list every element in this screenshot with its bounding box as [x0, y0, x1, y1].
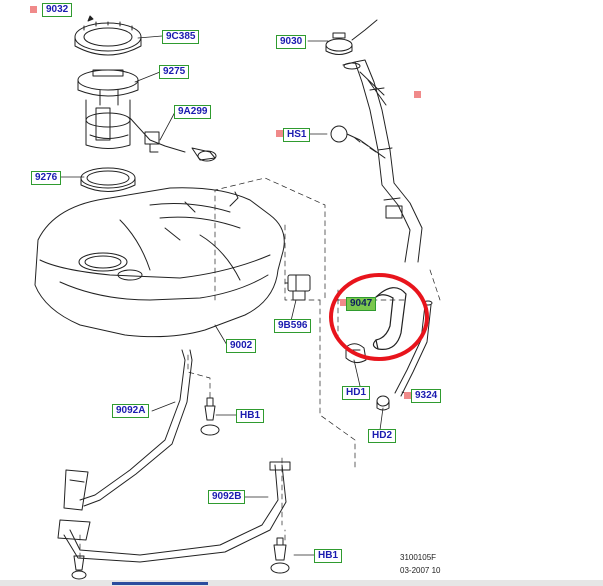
label-9092a: 9092A — [112, 404, 150, 418]
label-9275: 9275 — [159, 65, 190, 79]
label-9092b: 9092B — [208, 490, 246, 504]
guide-lines — [79, 177, 441, 561]
marker-9047 — [340, 299, 347, 306]
fuel-tank-icon — [34, 187, 285, 338]
marker-filler-pipe — [414, 91, 421, 98]
clip-icon — [376, 395, 390, 411]
label-9324: 9324 — [411, 389, 442, 403]
scrollbar-thumb[interactable] — [112, 582, 208, 585]
label-9c385: 9C385 — [162, 30, 200, 44]
marker-9324 — [404, 392, 411, 399]
label-hb1-lower: HB1 — [314, 549, 343, 563]
bolt-icon — [270, 537, 290, 574]
marker-9032 — [30, 6, 37, 13]
callout-circle — [329, 273, 429, 361]
leader-lines — [59, 35, 414, 556]
pump-seal-icon — [80, 167, 136, 192]
marker-hs1 — [276, 130, 283, 137]
label-hd1: HD1 — [342, 386, 371, 400]
tank-strap-icon — [57, 461, 291, 563]
scrollbar[interactable] — [0, 580, 603, 586]
vent-pipe-icon — [394, 300, 433, 397]
label-hb1-upper: HB1 — [236, 409, 265, 423]
label-9032: 9032 — [42, 3, 73, 17]
label-9276: 9276 — [31, 171, 62, 185]
label-9030: 9030 — [276, 35, 307, 49]
hose-icon — [372, 287, 407, 351]
label-9002: 9002 — [226, 339, 257, 353]
valve-icon — [284, 274, 311, 301]
bolt-icon — [71, 555, 87, 580]
fuel-level-sender-icon — [129, 117, 217, 162]
label-hs1: HS1 — [283, 128, 311, 142]
drawing-reference: 3100105F — [400, 553, 437, 562]
bolt-icon — [330, 125, 386, 159]
drawing-date: 03-2007 10 — [400, 566, 441, 575]
filler-cap-icon — [325, 19, 378, 55]
fuel-pump-module-icon — [77, 69, 139, 149]
label-9047: 9047 — [346, 297, 377, 311]
locking-ring-icon — [74, 15, 142, 56]
filler-pipe-icon — [342, 59, 423, 263]
label-9b596: 9B596 — [274, 319, 312, 333]
bolt-icon — [200, 397, 220, 436]
tank-strap-icon — [63, 349, 193, 511]
label-hd2: HD2 — [368, 429, 397, 443]
label-9a299: 9A299 — [174, 105, 212, 119]
